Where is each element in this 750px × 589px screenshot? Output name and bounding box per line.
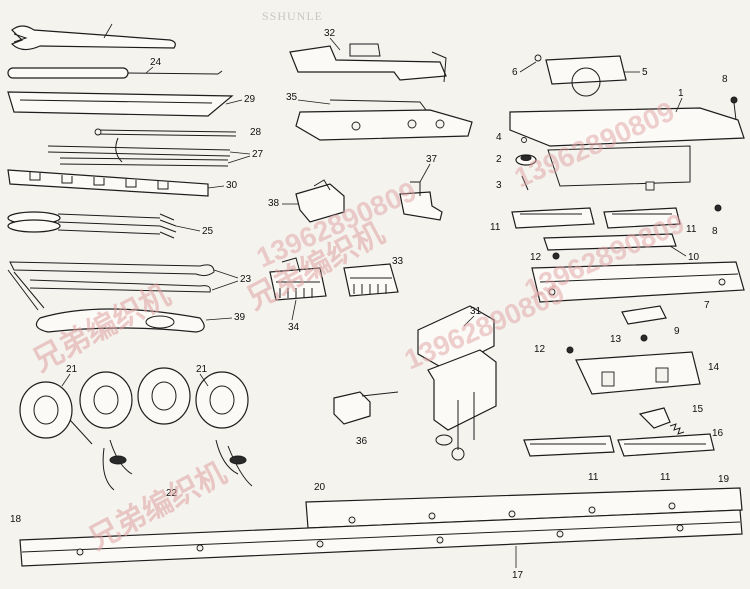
callout-5: 5	[642, 67, 648, 78]
part-32-bracket	[289, 43, 447, 83]
part-31-table-clamp	[417, 305, 497, 461]
callout-34: 34	[288, 322, 300, 333]
callout-8b: 8	[712, 226, 718, 237]
callout-30: 30	[226, 180, 238, 191]
callout-31: 31	[470, 306, 482, 317]
part-7-needle-frame	[531, 261, 745, 303]
callout-27: 27	[252, 149, 264, 160]
callout-24: 24	[150, 57, 162, 68]
callout-12b: 12	[534, 344, 546, 355]
callout-1: 1	[678, 88, 684, 99]
screw-12-top	[552, 252, 560, 260]
callout-2: 2	[496, 154, 502, 165]
part-36-block	[333, 391, 399, 425]
part-38-clip	[295, 179, 345, 223]
callout-11a: 11	[490, 222, 501, 233]
part-25-tools	[7, 211, 177, 239]
callout-9: 9	[674, 326, 680, 337]
callout-6: 6	[512, 67, 518, 78]
part-1-carriage-frame	[509, 107, 745, 191]
callout-10: 10	[688, 252, 700, 263]
callout-28: 28	[250, 127, 262, 138]
callout-32: 32	[324, 28, 336, 39]
callout-12a: 12	[530, 252, 542, 263]
callout-20: 20	[314, 482, 326, 493]
callout-38: 38	[268, 198, 280, 209]
part-19-20-rail-upper	[305, 487, 743, 529]
callout-11b: 11	[686, 224, 697, 235]
callout-37: 37	[426, 154, 438, 165]
callout-33: 33	[392, 256, 404, 267]
callout-22: 22	[166, 488, 178, 499]
part-15-16-spring-lever	[638, 407, 685, 435]
part-11-cam-plates-bottom	[523, 433, 715, 457]
callout-36: 36	[356, 436, 368, 447]
callout-19: 19	[718, 474, 730, 485]
part-23-wire-weights	[7, 261, 215, 311]
callout-15: 15	[692, 404, 704, 415]
callout-29: 29	[244, 94, 256, 105]
part-29-plate	[7, 91, 234, 117]
part-33-comb-clip	[343, 263, 399, 297]
wrench-tool	[10, 25, 176, 51]
part-9-13-latch	[621, 305, 667, 342]
part-17-18-rail-lower	[19, 509, 743, 567]
part-21-22-yarn-weights	[19, 367, 253, 491]
callout-13: 13	[610, 334, 622, 345]
part-8-screws	[714, 96, 738, 212]
callout-21a: 21	[66, 364, 78, 375]
callout-8a: 8	[722, 74, 728, 85]
callout-25: 25	[202, 226, 214, 237]
part-5-6-top-mechanism	[534, 54, 627, 97]
part-11-cam-plates-top	[511, 207, 681, 229]
callout-4: 4	[496, 132, 502, 143]
callout-35: 35	[286, 92, 298, 103]
callout-11c: 11	[588, 472, 599, 483]
callout-23: 23	[240, 274, 252, 285]
part-28-wire-tool	[94, 128, 237, 137]
part-35-cam-plate	[295, 99, 473, 141]
callout-7: 7	[704, 300, 710, 311]
callout-18: 18	[10, 514, 22, 525]
screw-12-bottom	[566, 346, 574, 354]
callout-21b: 21	[196, 364, 208, 375]
callout-3: 3	[496, 180, 502, 191]
part-14-cam-box	[575, 351, 701, 395]
part-2-3-4-fasteners	[515, 137, 537, 191]
callout-39: 39	[234, 312, 246, 323]
part-24-transfer-tool	[7, 67, 223, 79]
header-ghost-text: SSHUNLE	[262, 9, 323, 23]
callout-11d: 11	[660, 472, 671, 483]
callout-17: 17	[512, 570, 524, 581]
part-27-wire-tools	[47, 137, 231, 167]
part-10-slider-bar	[543, 233, 677, 251]
callout-14: 14	[708, 362, 720, 373]
callout-16: 16	[712, 428, 724, 439]
part-30-comb-bar	[7, 169, 209, 197]
part-34-comb-clip	[269, 257, 327, 301]
part-39-belt	[35, 308, 205, 333]
